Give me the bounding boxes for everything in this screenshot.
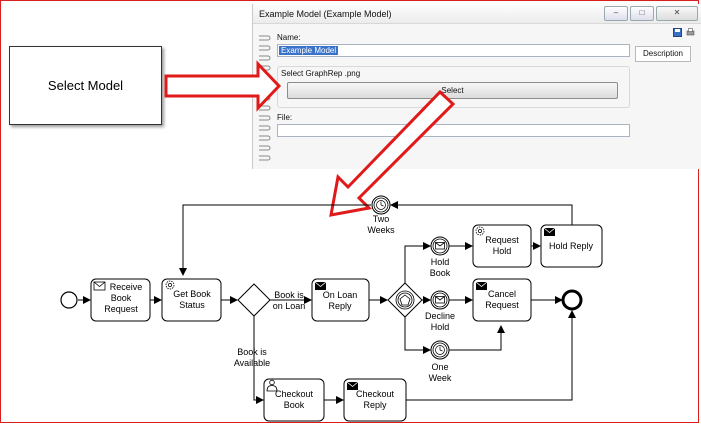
task-request-hold: Request Hold: [472, 224, 532, 268]
print-icon[interactable]: [686, 28, 695, 37]
event-label: Week: [429, 373, 452, 383]
dialog-title-bar: Example Model (Example Model) – □ ✕: [253, 4, 701, 24]
model-dialog: Example Model (Example Model) – □ ✕ Name…: [252, 4, 701, 169]
task-label: Cancel: [488, 289, 516, 299]
task-label: Checkout: [275, 389, 314, 399]
flow-oneweek-to-cancel: [449, 325, 505, 351]
event-label: Decline: [425, 311, 455, 321]
event-label: Hold: [431, 257, 450, 267]
user-icon: [266, 379, 278, 392]
event-label: Hold: [431, 322, 450, 332]
task-receive-book-request: Receive Book Request: [90, 278, 151, 322]
maximize-button[interactable]: □: [630, 6, 654, 21]
arrow-callout-to-dialog: [164, 60, 282, 112]
two-weeks-timer-event: [371, 195, 391, 215]
one-week-timer-event: [430, 340, 450, 360]
task-checkout-book: Checkout Book: [263, 378, 325, 422]
event-label: Two: [373, 214, 390, 224]
task-label: Reply: [363, 400, 387, 410]
close-button[interactable]: ✕: [656, 6, 698, 21]
task-on-loan-reply: On Loan Reply: [311, 278, 370, 322]
dialog-title: Example Model (Example Model): [259, 9, 392, 19]
task-label: Hold Reply: [549, 241, 594, 251]
flow-eventgw-to-one-week: [404, 317, 431, 354]
file-label: File:: [277, 113, 293, 122]
select-graphrep-label: Select GraphRep .png: [281, 69, 361, 78]
flow-hold-reply-to-timer: [390, 201, 573, 225]
task-get-book-status: Get Book Status: [161, 278, 222, 322]
flow-label: on Loan: [273, 301, 306, 311]
task-label: Book: [284, 400, 305, 410]
task-checkout-reply: Checkout Reply: [343, 378, 407, 422]
flow-eventgw-to-hold-book: [404, 242, 431, 284]
task-label: Receive: [110, 282, 143, 292]
end-event: [561, 289, 583, 311]
event-label: One: [431, 362, 448, 372]
flow-reply-to-end: [406, 310, 576, 401]
gear-icon: [165, 280, 175, 290]
tab-description[interactable]: Description: [635, 46, 691, 62]
name-value: Example Model: [279, 46, 339, 55]
flow-label: Available: [234, 358, 270, 368]
hold-book-message-event: [430, 236, 450, 256]
flow-gateway-to-checkout: [253, 316, 264, 404]
file-input[interactable]: [277, 124, 630, 137]
flow-label: Book is: [237, 347, 267, 357]
callout-text: Select Model: [47, 78, 124, 93]
task-label: Request: [485, 235, 519, 245]
event-label: Weeks: [367, 225, 395, 235]
window-buttons: – □ ✕: [604, 6, 698, 21]
gear-icon: [475, 226, 485, 236]
arrow-dialog-to-diagram: [329, 89, 456, 217]
name-label: Name:: [277, 33, 301, 42]
task-label: Book: [111, 293, 132, 303]
task-label: Hold: [493, 246, 512, 256]
event-label: Book: [430, 268, 451, 278]
start-event: [60, 291, 78, 309]
flow-timer-to-status: [179, 204, 371, 276]
minimize-button[interactable]: –: [604, 6, 628, 21]
task-label: On Loan: [323, 290, 358, 300]
task-label: Status: [179, 300, 205, 310]
exclusive-gateway: [237, 283, 271, 317]
task-label: Request: [104, 304, 138, 314]
select-button[interactable]: Select: [287, 82, 618, 99]
task-label: Reply: [328, 301, 352, 311]
task-label: Request: [485, 300, 519, 310]
select-model-callout: Select Model: [9, 46, 162, 125]
task-hold-reply: Hold Reply: [540, 224, 603, 268]
decline-hold-message-event: [430, 290, 450, 310]
task-label: Get Book: [173, 289, 211, 299]
event-based-gateway: [387, 282, 423, 318]
save-icon[interactable]: [673, 28, 682, 37]
task-cancel-request: Cancel Request: [472, 278, 532, 322]
task-label: Checkout: [356, 389, 395, 399]
flow-label: Book is: [274, 290, 304, 300]
name-input[interactable]: Example Model: [277, 44, 630, 57]
